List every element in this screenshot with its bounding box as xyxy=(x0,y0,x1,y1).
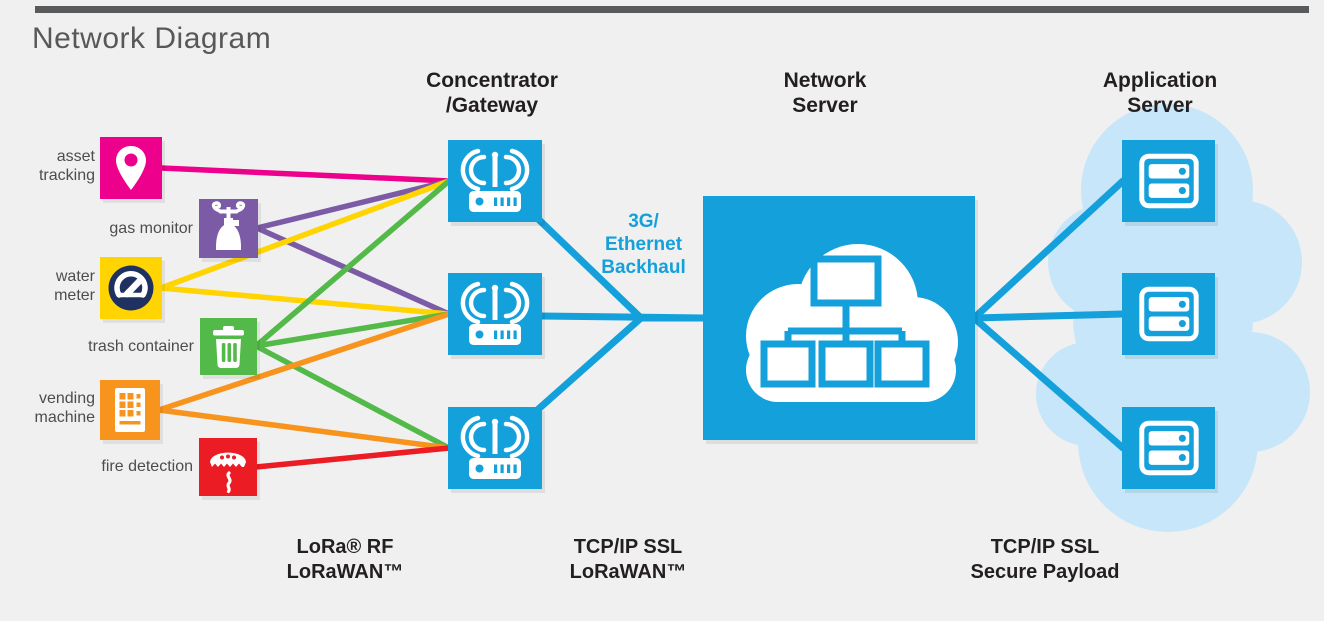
gas-monitor-node xyxy=(199,199,258,258)
tcpip-secure-payload-label: TCP/IP SSL Secure Payload xyxy=(970,536,1120,583)
top-rule-bar xyxy=(35,6,1309,13)
antenna-router-icon xyxy=(460,281,530,345)
water-meter-node xyxy=(100,257,162,319)
vending-machine-node xyxy=(100,380,160,440)
gauge-icon xyxy=(108,265,154,311)
server-rack-icon xyxy=(1139,153,1199,209)
application-server-2 xyxy=(1122,273,1215,355)
smoke-detector-icon xyxy=(210,452,246,494)
network-server-node xyxy=(703,196,975,440)
antenna-router-icon xyxy=(460,148,530,212)
gas-monitor-label: gas monitor xyxy=(109,220,193,237)
page-title: Network Diagram xyxy=(32,22,272,55)
lora-rf-label: LoRa® RF LoRaWAN™ xyxy=(286,536,404,583)
gateway-1 xyxy=(448,140,542,222)
vending-machine-icon xyxy=(115,388,145,432)
gateway-column-title: Concentrator /Gateway xyxy=(426,69,558,117)
tcpip-lorawan-label: TCP/IP SSL LoRaWAN™ xyxy=(569,536,687,583)
fire-detection-label: fire detection xyxy=(101,458,193,475)
gateway-3 xyxy=(448,407,542,489)
network-server-column-title: Network Server xyxy=(783,69,867,117)
cloud-network-icon xyxy=(746,244,958,402)
server-rack-icon xyxy=(1139,286,1199,342)
application-server-3 xyxy=(1122,407,1215,489)
trash-container-node xyxy=(200,318,257,375)
location-pin-icon xyxy=(116,146,146,190)
application-server-1 xyxy=(1122,140,1215,222)
trash-can-icon xyxy=(213,326,244,368)
backhaul-label: 3G/ Ethernet Backhaul xyxy=(601,211,686,278)
trash-container-label: trash container xyxy=(88,338,194,355)
server-rack-icon xyxy=(1139,420,1199,476)
antenna-router-icon xyxy=(460,415,530,479)
fire-detection-node xyxy=(199,438,257,496)
gas-bottle-icon xyxy=(211,201,246,250)
gateway-2 xyxy=(448,273,542,355)
asset-tracking-node xyxy=(100,137,162,199)
application-server-column-title: Application Server xyxy=(1102,69,1218,117)
